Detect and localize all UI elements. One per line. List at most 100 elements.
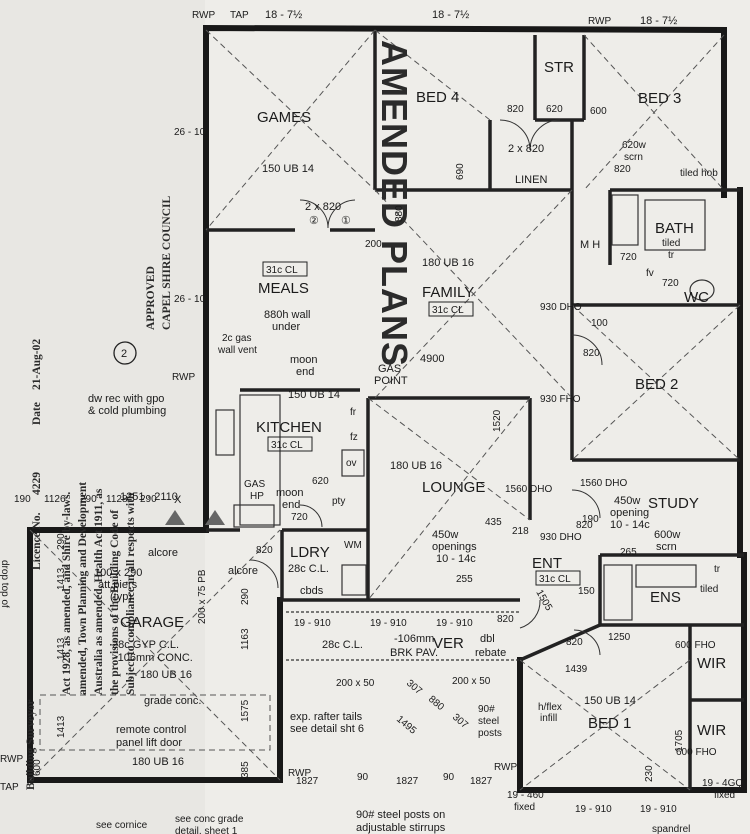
note-ov: ov <box>346 458 357 469</box>
dim-b1827-b: 1827 <box>396 776 419 787</box>
dim-top-1: 18 - 7½ <box>265 9 302 21</box>
note-rebate: rebate <box>475 647 506 659</box>
room-lounge: LOUNGE <box>422 479 485 496</box>
note-tiled: tiled <box>662 238 680 249</box>
section-arrow-left <box>165 510 185 525</box>
dim-ub-garage-1: 180 UB 16 <box>140 669 192 681</box>
note-2x820b: 2 x 820 <box>508 143 544 155</box>
notes: 880h wall under 2c gas wall vent moon en… <box>0 140 735 834</box>
win-ver-1: 19 - 910 <box>294 618 331 629</box>
note-detail: see detail sht 6 <box>290 723 364 735</box>
dim-v385: 385 <box>240 761 251 778</box>
dim-190-b: 190 <box>582 514 599 525</box>
dim-720-a: 720 <box>620 252 637 263</box>
dim-690: 690 <box>455 163 466 180</box>
dim-820-c: 820 <box>583 348 600 359</box>
note-tr: tr <box>668 250 675 261</box>
interior-walls <box>206 30 744 790</box>
note-n1: ① <box>341 215 351 227</box>
room-ens: ENS <box>650 589 681 606</box>
dim-265: 265 <box>620 547 637 558</box>
note-range-b: 10 - 14c <box>610 519 650 531</box>
note-concgrade: see conc grade <box>175 814 244 825</box>
stamp-date-value: 21-Aug-02 <box>31 339 43 390</box>
dim-b90-a: 90 <box>357 772 369 783</box>
dim-ub-kitchen: 150 UB 14 <box>288 389 340 401</box>
dim-1560-dho: 1560 DHO <box>580 478 627 489</box>
dim-w1126: 1126 <box>44 494 66 505</box>
dim-820-d: 820 <box>256 545 273 556</box>
room-str: STR <box>544 59 574 76</box>
dim-ub-lounge: 180 UB 16 <box>390 460 442 472</box>
dim-820-e: 820 <box>566 637 583 648</box>
dim-left-2: 26 - 10 <box>174 294 206 305</box>
ceiling-meals: 31c CL <box>266 265 298 276</box>
note-alcore-2: alcore <box>228 565 258 577</box>
win-bot-2: 19 - 910 <box>575 804 612 815</box>
note-remote: remote control <box>116 724 186 736</box>
note-tap-2: TAP <box>0 782 19 793</box>
note-cornice: see cornice <box>96 820 148 831</box>
dim-435: 435 <box>485 517 502 528</box>
dim-g1413-b: 1413 <box>56 637 67 660</box>
section-arrow-right <box>205 510 225 525</box>
dim-230: 230 <box>644 765 655 782</box>
dim-ub-bed1: 150 UB 14 <box>584 695 636 707</box>
stamp-approved: APPROVED <box>145 266 157 330</box>
win-ver-2: 19 - 910 <box>370 618 407 629</box>
room-garage: GARAGE <box>120 614 184 631</box>
dim-ub-family: 180 UB 16 <box>422 257 474 269</box>
note-under: under <box>272 321 300 333</box>
amended-plans-label: AMENDED PLANS <box>374 40 415 367</box>
dim-620-a: 620 <box>546 104 563 115</box>
room-wc: WC <box>684 289 709 306</box>
dim-600-fho-b: 600 FHO <box>676 747 717 758</box>
room-games: GAMES <box>257 109 311 126</box>
dim-w1128: 1128 <box>106 494 128 505</box>
note-2x820: 2 x 820 <box>305 201 341 213</box>
win-bot-3: 19 - 910 <box>640 804 677 815</box>
dim-720-c: 720 <box>291 512 308 523</box>
dimension-labels: 18 - 7½ 18 - 7½ 18 - 7½ RWP TAP RWP 26 -… <box>14 9 743 815</box>
note-gasvent: 2c gas <box>222 333 251 344</box>
note-rwp-3: RWP <box>172 372 195 383</box>
dim-top-2: 18 - 7½ <box>432 9 469 21</box>
dim-820-g: 820 <box>576 520 593 531</box>
dim-820-a: 820 <box>507 104 524 115</box>
note-dropdo: drop top of <box>0 560 10 608</box>
dim-1560-dho-b: 1560 DHO <box>505 484 552 495</box>
room-mh: M H <box>580 239 600 251</box>
room-bath: BATH <box>655 220 694 237</box>
dim-b1827-a: 1827 <box>296 776 319 787</box>
dim-255: 255 <box>456 574 473 585</box>
note-beam-2: 200 x 50 <box>452 676 491 687</box>
note-end-1: end <box>296 366 314 378</box>
doors <box>215 119 715 661</box>
dim-200: 200 <box>365 239 382 250</box>
stamp-council: CAPEL SHIRE COUNCIL <box>161 195 173 330</box>
dim-720-b: 720 <box>662 278 679 289</box>
dim-x: X <box>174 494 182 506</box>
note-range: 10 - 14c <box>436 553 476 565</box>
note-fixed-2: fixed <box>714 790 735 801</box>
stamp-cond-5: Act 1928, as amended, and Shire by-laws. <box>61 492 73 695</box>
dim-1439: 1439 <box>565 664 588 675</box>
note-tap-1: TAP <box>230 10 249 21</box>
note-infill: infill <box>540 713 557 724</box>
dim-930-fho: 930 FHO <box>540 394 581 405</box>
dim-w190: 190 <box>14 494 31 505</box>
dim-v290: 290 <box>240 588 251 605</box>
note-opening-b: opening <box>610 507 649 519</box>
note-detail1: detail, sheet 1 <box>175 826 238 834</box>
note-ldry28: 28c C.L. <box>288 563 329 575</box>
dim-620-b: 620 <box>312 476 329 487</box>
win-ver-3: 19 - 910 <box>436 618 473 629</box>
room-labels: GAMES BED 4 STR BED 3 LINEN BATH M H WC … <box>120 59 726 739</box>
dim-4900: 4900 <box>420 353 444 365</box>
room-bed4: BED 4 <box>416 89 459 106</box>
dim-ub-garage-2: 180 UB 16 <box>132 756 184 768</box>
note-600w: 600w <box>654 529 680 541</box>
stamp-date-label: Date <box>31 402 43 425</box>
note-620w: 620w <box>622 140 647 151</box>
